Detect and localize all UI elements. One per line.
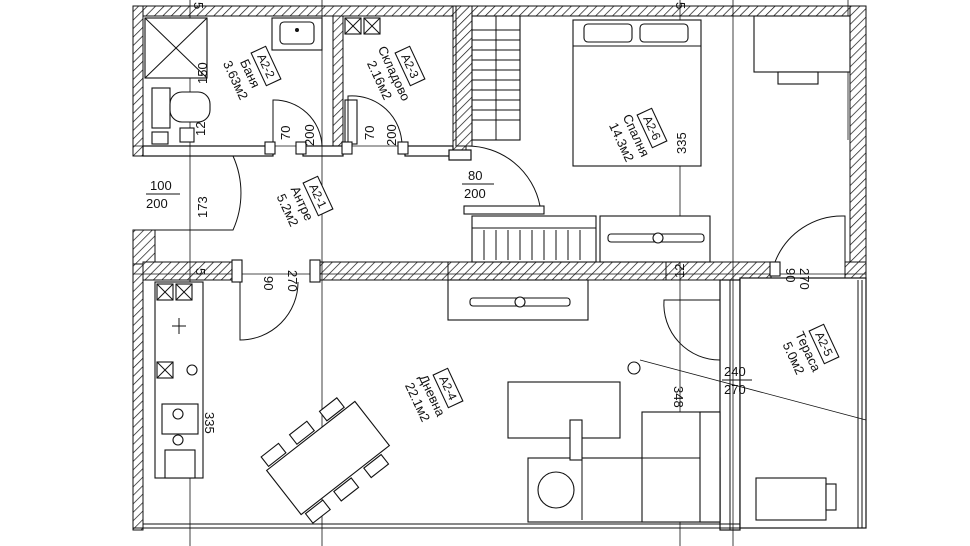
terrace-door-h: 270 <box>724 382 746 397</box>
bedroom-wardrobe <box>471 215 597 263</box>
room-tag-a2-3: A2-3 Складово 2.16м2 <box>364 44 426 103</box>
bedroom-door-height: 200 <box>464 186 486 201</box>
pillow <box>639 23 689 43</box>
room-tag-a2-1: A2-1 Антре 5.2м2 <box>274 175 334 229</box>
living-dim: 348 <box>671 386 686 408</box>
storage-door-h: 200 <box>384 124 399 146</box>
dimension-labels: 100 200 80 200 173 150 12 70 200 70 200 … <box>146 2 812 434</box>
top-dim-a: 5 <box>191 2 206 9</box>
terrace-table <box>755 477 827 521</box>
toilet-tank <box>151 87 171 129</box>
bath-dim-small: 12 <box>193 122 208 136</box>
doors <box>143 95 846 361</box>
room-tag-a2-6: A2-6 Спалня 14.3м2 <box>606 107 668 164</box>
bedroom-furniture <box>471 15 851 263</box>
living-furniture <box>260 279 837 524</box>
pillow <box>583 23 633 43</box>
room-tags: A2-1 Антре 5.2м2 A2-2 Баня 3.63м2 A2-3 С… <box>220 44 840 424</box>
terrace-door-bed-h: 270 <box>797 268 812 290</box>
room-id-box <box>302 175 334 217</box>
living-door-w: 90 <box>261 276 276 290</box>
bedroom-door-width: 80 <box>468 168 482 183</box>
toilet-bowl <box>169 91 211 123</box>
room-tag-a2-2: A2-2 Баня 3.63м2 <box>220 45 282 102</box>
terrace-door-w: 240 <box>724 364 746 379</box>
coffee-table <box>507 381 621 439</box>
bath-door-h: 200 <box>302 124 317 146</box>
top-dim-b: 5 <box>673 2 688 9</box>
kitchen-fixtures <box>154 281 204 479</box>
double-bed <box>572 19 702 167</box>
terrace-door-bed-w: 90 <box>783 268 798 282</box>
bath-door-w: 70 <box>278 126 293 140</box>
bathroom-fixtures <box>144 17 323 145</box>
entry-door-width: 100 <box>150 178 172 193</box>
living-door-h: 270 <box>285 270 300 292</box>
desk <box>753 15 851 73</box>
bath-dim: 150 <box>195 62 210 84</box>
kitchen-dim: 335 <box>202 412 217 434</box>
left-dim: 5 <box>193 268 208 275</box>
kitchen-counter <box>154 281 204 479</box>
dining-table <box>260 397 391 524</box>
entry-door-height: 200 <box>146 196 168 211</box>
storage-door-w: 70 <box>362 126 377 140</box>
bedroom-dim: 335 <box>674 132 689 154</box>
floor-lamp <box>627 361 641 375</box>
hall-dim: 173 <box>195 196 210 218</box>
wall-dim: 12 <box>672 264 687 278</box>
room-tag-a2-4: A2-4 Дневна 22.1м2 <box>402 367 464 424</box>
